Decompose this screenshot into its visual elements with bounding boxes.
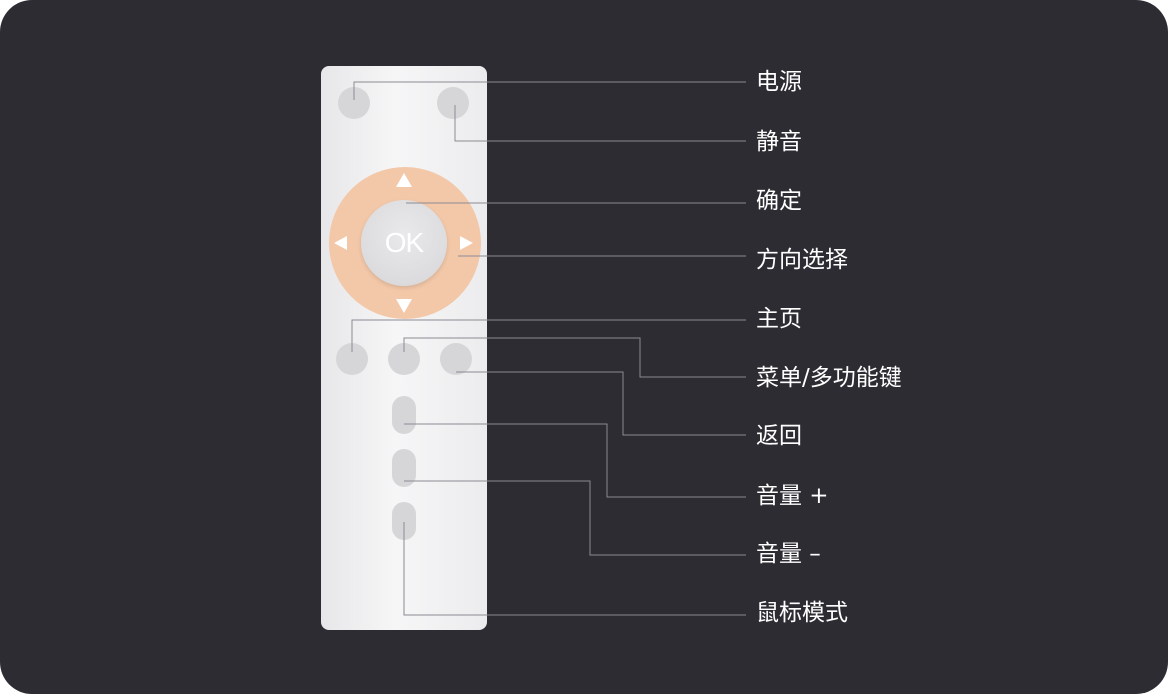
- label-volume-down: 音量 –: [756, 541, 821, 567]
- label-menu: 菜单/多功能键: [756, 365, 902, 391]
- leader-line-back: [456, 371, 746, 436]
- mouse-mode-button: [392, 502, 416, 540]
- menu-button: [388, 343, 420, 375]
- arrow-right-icon: [460, 236, 473, 250]
- label-home: 主页: [756, 306, 802, 332]
- leader-line-mute: [454, 105, 746, 142]
- label-volume-up: 音量 +: [756, 483, 829, 509]
- volume-up-button: [392, 396, 416, 434]
- label-direction: 方向选择: [756, 247, 848, 273]
- label-power: 电源: [756, 69, 802, 95]
- arrow-down-icon: [396, 299, 412, 313]
- label-mute: 静音: [756, 129, 802, 155]
- arrow-up-icon: [396, 173, 412, 187]
- home-button: [336, 343, 368, 375]
- label-ok: 确定: [756, 188, 802, 214]
- mute-button: [437, 87, 469, 119]
- back-button: [440, 343, 472, 375]
- volume-down-button: [392, 449, 416, 487]
- power-button: [338, 87, 370, 119]
- label-back: 返回: [756, 423, 802, 449]
- ok-button: OK: [361, 200, 447, 286]
- label-mouse-mode: 鼠标模式: [756, 600, 848, 626]
- arrow-left-icon: [334, 236, 347, 250]
